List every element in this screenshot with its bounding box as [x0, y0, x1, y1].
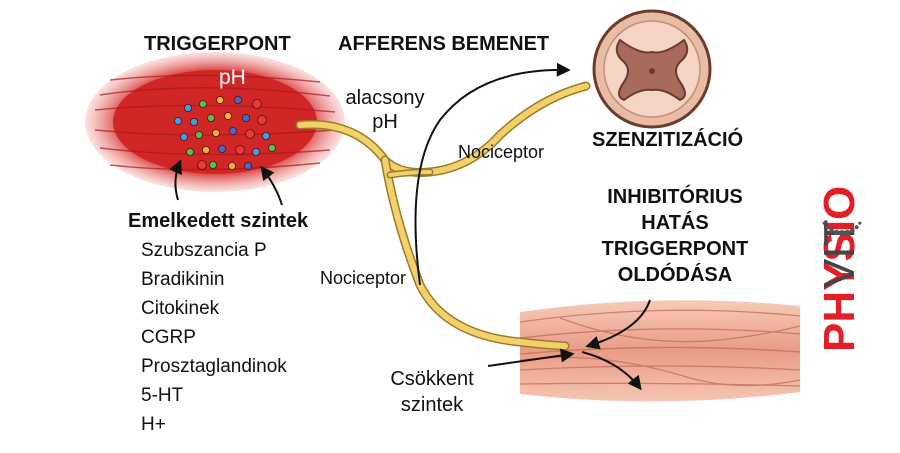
logo-text-right: VIT [815, 220, 864, 288]
logo-bead [839, 230, 845, 236]
substance-item: Citokinek [141, 298, 220, 319]
triggerpoint-tissue [85, 52, 345, 192]
logo-bead [854, 225, 859, 230]
decreased-arrow [487, 348, 575, 367]
physiovit-logo: PHYSIO VIT [815, 186, 864, 352]
outflow-arrow [581, 351, 642, 391]
low-ph-line2: pH [372, 111, 398, 133]
logo-bead [858, 221, 862, 225]
spinal-cord [592, 9, 712, 129]
decreased-line2: szintek [400, 394, 464, 416]
elevated-levels-label: Emelkedett szintek [128, 210, 309, 232]
substance-list: Szubszancia P Bradikinin Citokinek CGRP … [141, 236, 287, 439]
nociceptor-lower-label: Nociceptor [320, 268, 407, 288]
mediator-dot [189, 118, 198, 127]
mediator-dot [227, 161, 236, 170]
mediator-dot [245, 129, 255, 139]
afferent-arrow [414, 62, 571, 286]
substance-item: Prosztaglandinok [141, 356, 287, 377]
mediator-dot [173, 117, 182, 126]
low-ph-line1: alacsony [345, 87, 425, 109]
mediator-dot [261, 131, 270, 140]
mediator-dot [185, 147, 194, 156]
logo-bead [833, 229, 840, 235]
substance-item: Bradikinin [141, 269, 225, 290]
logo-bead [825, 225, 830, 230]
mediator-dot [233, 96, 242, 105]
arrows [169, 62, 651, 391]
nociceptor-fibers [295, 81, 591, 351]
mediator-dot [183, 104, 192, 113]
logo-bead [850, 228, 855, 233]
logo-bead [822, 221, 826, 225]
inhibitory-line3: TRIGGERPONT [601, 238, 749, 260]
inhibitory-line1: INHIBITÓRIUS [607, 186, 743, 208]
relaxed-muscle [519, 300, 801, 402]
mediator-dot [235, 145, 245, 155]
mediator-dot [228, 127, 237, 136]
mediator-dot [241, 114, 250, 123]
inhibitory-arrow [585, 299, 651, 350]
mediator-dot [243, 161, 252, 170]
substance-item: H+ [141, 414, 166, 435]
low-ph-label: alacsony pH [340, 86, 430, 134]
mediator-dot [179, 132, 188, 141]
mediator-dot [223, 112, 232, 121]
substance-item: CGRP [141, 327, 196, 348]
mediator-dot [194, 130, 203, 139]
decreased-line1: Csökkent [390, 368, 474, 390]
triggerpoint-ph-label: pH [219, 66, 246, 89]
elevated-arrow-left [169, 159, 182, 201]
inhibitory-line4: OLDÓDÁSA [617, 264, 733, 286]
logo-bead [844, 229, 851, 235]
mediator-dot [211, 128, 220, 137]
mediator-dots [173, 96, 276, 170]
substance-item: 5-HT [141, 385, 184, 406]
mediator-dot [251, 147, 260, 156]
inhibitory-line2: HATÁS [641, 212, 709, 234]
decreased-levels-label: Csökkent szintek [372, 366, 492, 418]
logo-beads-icon [822, 221, 862, 236]
mediator-dot [208, 160, 217, 169]
mediator-dot [257, 115, 267, 125]
elevated-arrow-right [260, 165, 283, 206]
triggerpoint-title: TRIGGERPONT [144, 33, 291, 55]
substance-item: Szubszancia P [141, 240, 267, 261]
mediator-dot [206, 114, 215, 123]
inhibitory-effect-label: INHIBITÓRIUS HATÁS TRIGGERPONT OLDÓDÁSA [585, 184, 765, 288]
mediator-dot [201, 145, 210, 154]
logo-text-left: PHYSIO [815, 186, 864, 352]
mediator-dot [198, 100, 207, 109]
mediator-dot [267, 143, 276, 152]
logo-bead [829, 228, 834, 233]
afferent-input-title: AFFERENS BEMENET [338, 33, 550, 55]
mediator-dot [215, 96, 224, 105]
mediator-dot [197, 160, 207, 170]
nociceptor-upper-label: Nociceptor [458, 142, 545, 162]
sensitization-title: SZENZITIZÁCIÓ [592, 129, 744, 151]
mediator-dot [252, 99, 262, 109]
mediator-dot [217, 144, 226, 153]
